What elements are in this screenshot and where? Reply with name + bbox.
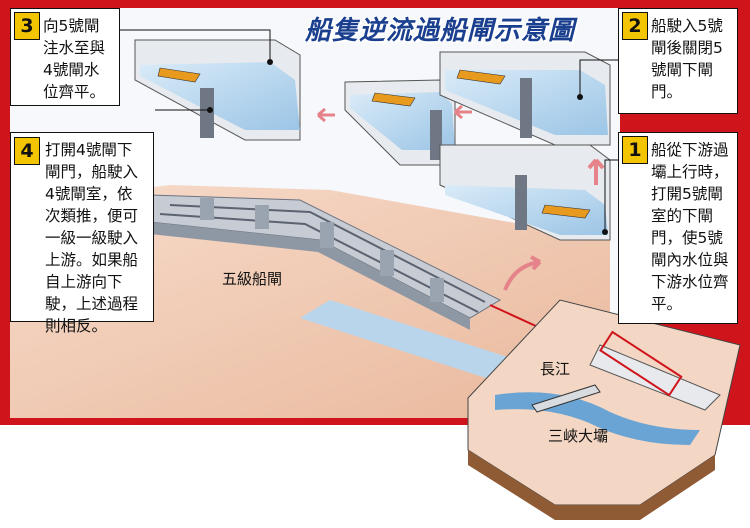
step-2-badge: 2 [622,12,648,40]
step-3-text: 向5號閘注水至與4號閘水位齊平。 [43,17,106,101]
locks-label: 五級船閘 [222,270,283,288]
dam-label: 三峽大壩 [548,427,609,445]
step-1-text: 船從下游過壩上行時，打開5號閘室的下閘門，使5號閘內水位與下游水位齊平。 [651,141,729,313]
arrow-up [587,158,605,185]
lock-chamber-2 [439,51,611,146]
dam-inset [467,299,741,520]
river-label: 長江 [540,360,571,378]
step-1-box: 船從下游過壩上行時，打開5號閘室的下閘門，使5號閘內水位與下游水位齊平。 [618,132,738,324]
arrow-left-1 [317,107,335,123]
step-2-text: 船駛入5號閘後關閉5號閘下閘門。 [651,17,723,101]
step-4-text: 打開4號閘下閘門，船駛入4號閘室，依次類推，便可一級一級駛入上游。如果船自上游向… [45,141,139,335]
lock-chamber-4 [344,79,456,166]
step-4-badge: 4 [14,137,40,165]
lock-chamber-1 [439,144,611,241]
step-3-badge: 3 [14,12,40,40]
step-1-badge: 1 [622,136,648,164]
diagram-title: 船隻逆流過船閘示意圖 [305,16,576,46]
arrow-left-2 [454,104,472,120]
arrow-to-chamber [503,255,542,291]
lock-chamber-3 [134,39,301,141]
